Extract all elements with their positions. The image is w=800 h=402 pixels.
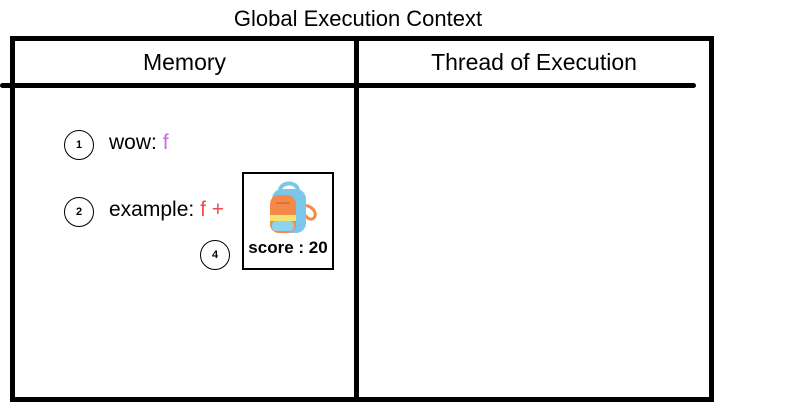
backpack-box: score : 20 (242, 172, 334, 270)
memory-entry-name: wow: (109, 131, 157, 154)
backpack-score: score : 20 (248, 238, 328, 257)
column-divider (354, 36, 359, 400)
memory-entry-name: example: (109, 198, 195, 221)
backpack-icon (270, 181, 317, 233)
step-marker-2: 2 (64, 197, 94, 227)
step-marker-4: 4 (200, 240, 230, 270)
memory-entry-example: example: f + (109, 196, 224, 224)
diagram-title: Global Execution Context (233, 6, 483, 31)
header-divider (0, 83, 696, 88)
memory-entry-wow: wow: f (109, 129, 169, 157)
function-value: f (162, 131, 169, 154)
step-marker-1: 1 (64, 130, 94, 160)
memory-header: Memory (142, 49, 227, 75)
thread-header: Thread of Execution (431, 49, 637, 75)
function-value: f (200, 198, 206, 221)
plus-sign: + (211, 198, 225, 221)
